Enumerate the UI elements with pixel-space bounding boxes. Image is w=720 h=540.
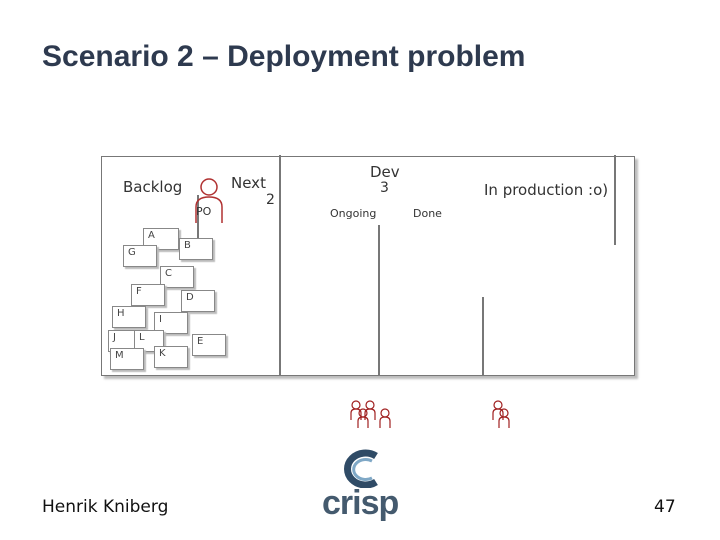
- card-m: M: [110, 348, 144, 370]
- crisp-ring-icon: [344, 449, 378, 488]
- page-number: 47: [654, 497, 676, 517]
- card-k: K: [154, 346, 188, 368]
- person-icon: [195, 178, 223, 223]
- operations-team-figures: [490, 398, 514, 430]
- column-divider-dev-production: [482, 297, 484, 375]
- wip-limit-next: 2: [266, 192, 275, 208]
- developer-team-figures: [349, 398, 399, 430]
- card-a: A: [143, 228, 179, 250]
- wip-limit-dev: 3: [380, 180, 389, 196]
- card-e: E: [192, 334, 226, 356]
- product-owner-label: PO: [196, 205, 212, 218]
- column-divider-next-dev: [279, 155, 281, 375]
- column-divider-backlog-next: [197, 195, 199, 257]
- column-divider-ongoing-done: [378, 225, 380, 375]
- column-header-backlog: Backlog: [123, 178, 183, 196]
- column-divider-production-end: [614, 155, 616, 245]
- subcolumn-header-ongoing: Ongoing: [330, 207, 377, 220]
- slide-title: Scenario 2 – Deployment problem: [42, 40, 526, 73]
- crisp-logo-text: crisp: [322, 484, 399, 522]
- column-header-in-production: In production :o): [484, 181, 609, 199]
- people-icon: [350, 400, 391, 428]
- card-g: G: [123, 245, 157, 267]
- column-header-next: Next: [231, 174, 266, 192]
- people-icon: [492, 400, 510, 428]
- card-i: I: [154, 312, 188, 334]
- card-f: F: [131, 284, 165, 306]
- author-name: Henrik Kniberg: [42, 497, 169, 517]
- product-owner-figure: PO: [192, 175, 226, 225]
- card-c: C: [160, 266, 194, 288]
- crisp-logo: [322, 448, 402, 528]
- card-b: B: [179, 238, 213, 260]
- card-d: D: [181, 290, 215, 312]
- column-header-dev: Dev: [370, 163, 400, 181]
- subcolumn-header-done: Done: [413, 207, 442, 220]
- card-h: H: [112, 306, 146, 328]
